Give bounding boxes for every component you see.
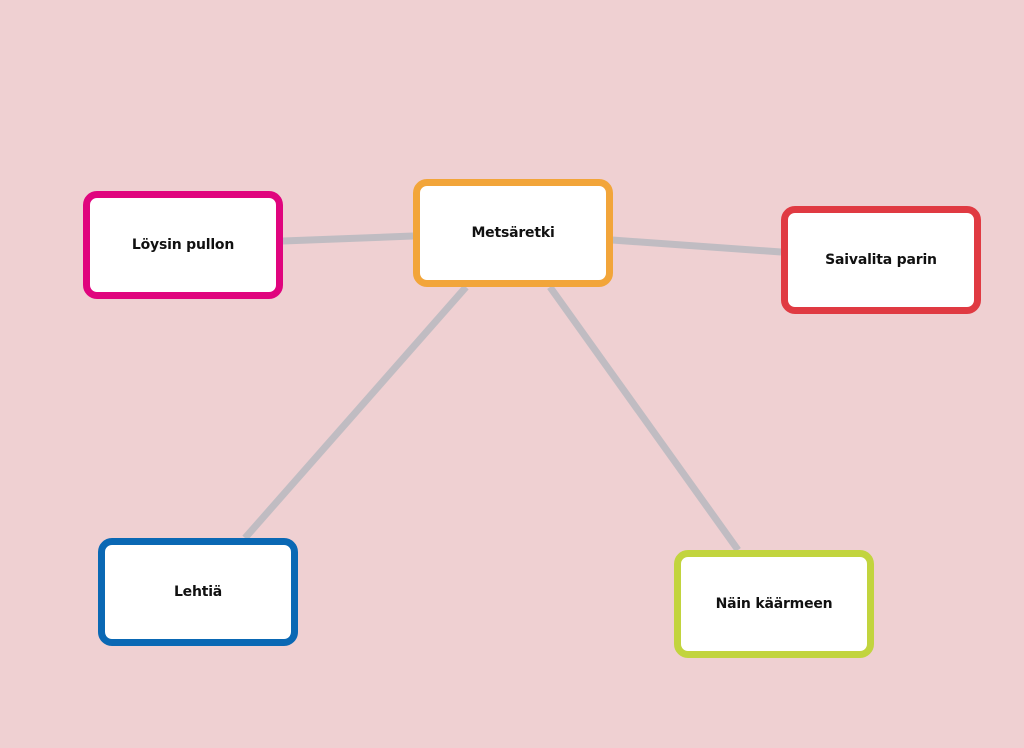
- node-label: Saivalita parin: [825, 252, 937, 268]
- node-label: Lehtiä: [173, 584, 223, 600]
- link-center-loysin: [282, 232, 414, 245]
- node-loysin-pullon[interactable]: Löysin pullon: [83, 191, 283, 299]
- node-center[interactable]: Metsäretki: [413, 179, 613, 287]
- node-label: Metsäretki: [471, 225, 555, 241]
- node-label: Näin käärmeen: [715, 596, 833, 612]
- link-center-saivalita: [611, 236, 782, 256]
- node-nain-kaarmeen[interactable]: Näin käärmeen: [674, 550, 874, 658]
- link-center-lehtia: [242, 284, 469, 541]
- node-label: Löysin pullon: [131, 237, 235, 253]
- node-lehtia[interactable]: Lehtiä: [98, 538, 298, 646]
- node-saivalita-parin[interactable]: Saivalita parin: [781, 206, 981, 314]
- link-center-nain: [547, 284, 741, 553]
